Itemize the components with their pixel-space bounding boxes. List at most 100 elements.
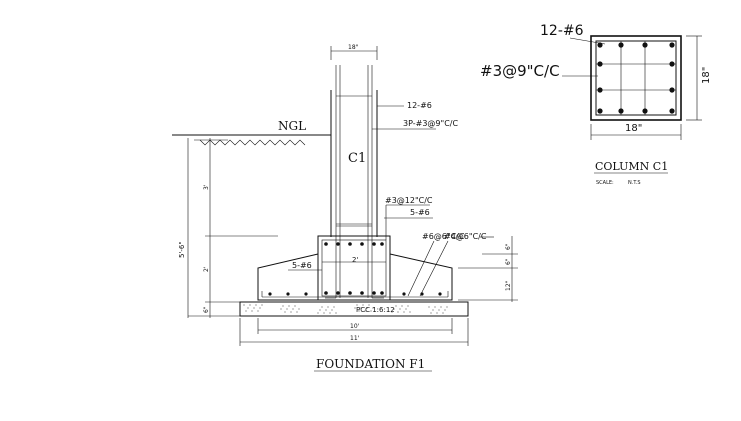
column-section: 12-#6 #3@9"C/C 18" 18" COLUMN C1 SCALE: … bbox=[480, 23, 712, 186]
left-bars-label: 5-#6 bbox=[292, 261, 312, 270]
column-bars-leader bbox=[569, 37, 606, 45]
pcc-speckle-dot bbox=[296, 311, 298, 313]
pedestal-bars-label: 5-#6 bbox=[410, 208, 430, 217]
pcc-speckle-dot bbox=[440, 306, 442, 308]
pcc-speckle-dot bbox=[329, 312, 331, 314]
scale-value: N.T.S bbox=[628, 180, 641, 186]
pedestal-bar bbox=[380, 242, 384, 246]
pcc-speckle-dot bbox=[395, 305, 397, 307]
column-section-bar bbox=[669, 42, 675, 48]
pcc-speckle-dot bbox=[327, 306, 329, 308]
column-section-tie-label: #3@9"C/C bbox=[480, 62, 560, 80]
pcc-speckle-dot bbox=[253, 307, 255, 309]
pcc-speckle-dot bbox=[362, 304, 364, 306]
bottom-mesh-bars bbox=[268, 292, 442, 296]
column-section-bar bbox=[642, 108, 648, 114]
pcc-speckle-dot bbox=[249, 304, 251, 306]
pcc-speckle-dot bbox=[446, 306, 448, 308]
pcc-speckle-dot bbox=[430, 312, 432, 314]
column-section-bar-label: 12-#6 bbox=[540, 23, 584, 39]
pcc-label: PCC 1:6:12 bbox=[356, 306, 395, 314]
right-dim-3: 12" bbox=[505, 280, 512, 291]
pcc-speckle-dot bbox=[442, 312, 444, 314]
scale-label: SCALE: bbox=[596, 180, 614, 186]
column-section-bar bbox=[618, 42, 624, 48]
pcc-speckle-dot bbox=[366, 307, 368, 309]
height-total-label: 5'-6" bbox=[178, 241, 186, 258]
ngl-label: NGL bbox=[278, 119, 306, 133]
mesh-bar bbox=[304, 292, 308, 296]
footing-width-label: 10' bbox=[350, 323, 360, 330]
pcc-speckle-dot bbox=[257, 310, 259, 312]
column-section-bar bbox=[669, 61, 675, 67]
top-mesh-label: #4@6"C/C bbox=[444, 232, 487, 241]
pcc-speckle-dot bbox=[298, 308, 300, 310]
mesh-bar bbox=[268, 292, 272, 296]
pcc-speckle-dot bbox=[259, 307, 261, 309]
pcc-speckle-dot bbox=[401, 305, 403, 307]
pedestal-bar bbox=[348, 242, 352, 246]
pcc-speckle-dot bbox=[247, 307, 249, 309]
pcc-speckle-dot bbox=[358, 310, 360, 312]
pcc-speckle-dot bbox=[280, 308, 282, 310]
pcc-speckle-dot bbox=[325, 309, 327, 311]
pcc-hatch bbox=[243, 304, 448, 314]
pcc-speckle-dot bbox=[321, 306, 323, 308]
pcc-speckle-dot bbox=[282, 305, 284, 307]
pcc-speckle-dot bbox=[434, 306, 436, 308]
column-section-bar bbox=[597, 42, 603, 48]
pcc-speckle-dot bbox=[317, 312, 319, 314]
pcc-speckle-dot bbox=[243, 304, 245, 306]
pcc-speckle-dot bbox=[432, 309, 434, 311]
column-section-bar bbox=[618, 108, 624, 114]
pcc-speckle-dot bbox=[331, 309, 333, 311]
pcc-speckle-dot bbox=[403, 311, 405, 313]
pcc-speckle-dot bbox=[294, 305, 296, 307]
column-section-bar bbox=[669, 108, 675, 114]
column-section-depth-label: 18" bbox=[701, 67, 712, 84]
mesh-bar bbox=[286, 292, 290, 296]
pcc-speckle-dot bbox=[251, 310, 253, 312]
pedestal-bar bbox=[360, 242, 364, 246]
pcc-speckle-dot bbox=[438, 309, 440, 311]
pcc-speckle-dot bbox=[407, 305, 409, 307]
foundation-title: FOUNDATION F1 bbox=[316, 357, 425, 371]
right-dim-1: 6" bbox=[505, 243, 512, 250]
pcc-speckle-dot bbox=[393, 308, 395, 310]
column-section-bar bbox=[597, 87, 603, 93]
pcc-speckle-dot bbox=[436, 312, 438, 314]
pcc-speckle-dot bbox=[333, 306, 335, 308]
pcc-speckle-dot bbox=[391, 311, 393, 313]
pedestal-tie bbox=[321, 239, 387, 297]
pedestal-bar bbox=[324, 291, 328, 295]
pedestal-bar bbox=[380, 291, 384, 295]
height-upper-label: 3' bbox=[203, 184, 210, 190]
column-width-label: 18" bbox=[348, 44, 359, 51]
bottom-mesh-leader bbox=[407, 240, 435, 297]
mesh-bar bbox=[402, 292, 406, 296]
pcc-speckle-dot bbox=[286, 308, 288, 310]
foundation-drawing: 18" NGL C1 12-#6 3P-#3@9"C/C 5' bbox=[172, 44, 518, 372]
pedestal-width-label: 2' bbox=[352, 256, 358, 264]
column-bars-label: 12-#6 bbox=[407, 101, 432, 110]
pedestal-outline bbox=[317, 235, 391, 301]
pcc-speckle-dot bbox=[284, 311, 286, 313]
pedestal-bar bbox=[360, 291, 364, 295]
pcc-speckle-dot bbox=[245, 310, 247, 312]
right-dim-2: 6" bbox=[505, 258, 512, 265]
pcc-speckle-dot bbox=[370, 310, 372, 312]
mesh-bar bbox=[438, 292, 442, 296]
pcc-speckle-dot bbox=[428, 306, 430, 308]
pcc-speckle-dot bbox=[261, 304, 263, 306]
pcc-speckle-dot bbox=[399, 308, 401, 310]
pcc-speckle-dot bbox=[292, 308, 294, 310]
column-section-bar bbox=[597, 61, 603, 67]
column-section-bar bbox=[597, 108, 603, 114]
pcc-speckle-dot bbox=[335, 312, 337, 314]
pcc-speckle-dot bbox=[405, 308, 407, 310]
pcc-speckle-dot bbox=[323, 312, 325, 314]
column-section-bars bbox=[597, 42, 675, 114]
pcc-speckle-dot bbox=[372, 307, 374, 309]
column-section-outline bbox=[590, 35, 682, 121]
